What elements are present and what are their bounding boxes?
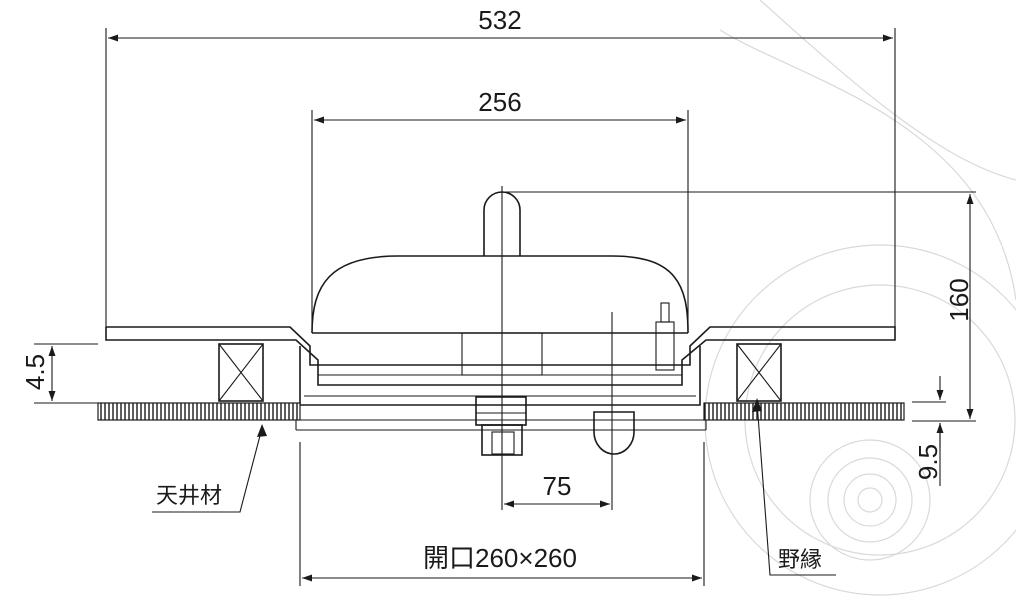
dim-panel-thickness: 9.5 xyxy=(913,376,944,486)
bolt xyxy=(655,321,675,371)
panel-thickness-label: 9.5 xyxy=(913,444,943,480)
dim-height: 160 xyxy=(944,194,974,419)
height-label: 160 xyxy=(944,278,974,321)
connector xyxy=(475,396,527,426)
center-lines xyxy=(501,186,976,510)
dim-offset: 75 xyxy=(504,471,610,508)
furring-strip-label: 野縁 xyxy=(778,548,822,573)
offset-label: 75 xyxy=(543,471,572,501)
flange-outline xyxy=(105,326,896,386)
sensor-lens xyxy=(593,411,635,455)
unit-width-label: 256 xyxy=(478,87,521,117)
callout-furring-strip: 野縁 xyxy=(752,398,836,576)
callout-ceiling-material: 天井材 xyxy=(152,424,267,513)
unit-body xyxy=(105,191,896,456)
dim-opening: 開口260×260 xyxy=(302,543,702,582)
dim-unit-width: 256 xyxy=(314,87,686,124)
dim-ceiling-gap: 4.5 xyxy=(20,346,56,401)
extension-lines xyxy=(34,28,896,586)
dim-overall-width: 532 xyxy=(108,5,893,42)
dome-housing xyxy=(311,255,689,334)
ceiling-material-label: 天井材 xyxy=(156,484,222,509)
furring-blocks xyxy=(218,343,782,402)
opening-label: 開口260×260 xyxy=(423,543,577,573)
ceiling-gap-label: 4.5 xyxy=(20,354,50,390)
overall-width-label: 532 xyxy=(478,5,521,35)
